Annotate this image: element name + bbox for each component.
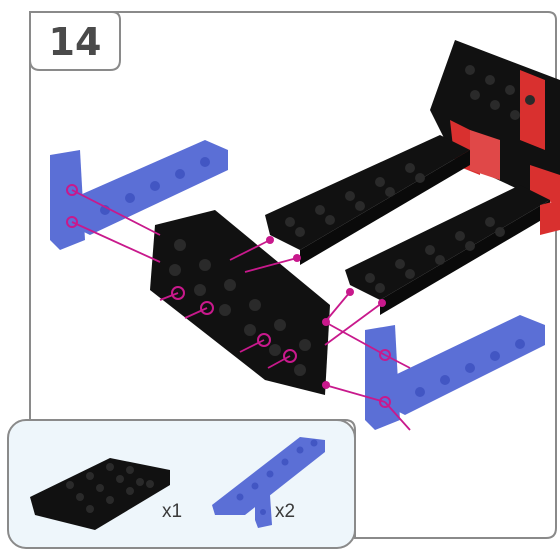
parts-count-blue-l-beam: x2: [275, 501, 295, 522]
step-number: 14: [49, 20, 102, 64]
parts-panel: x1 x2: [8, 420, 355, 548]
step-badge: 14: [30, 12, 120, 70]
parts-count-black-plate: x1: [162, 501, 182, 522]
